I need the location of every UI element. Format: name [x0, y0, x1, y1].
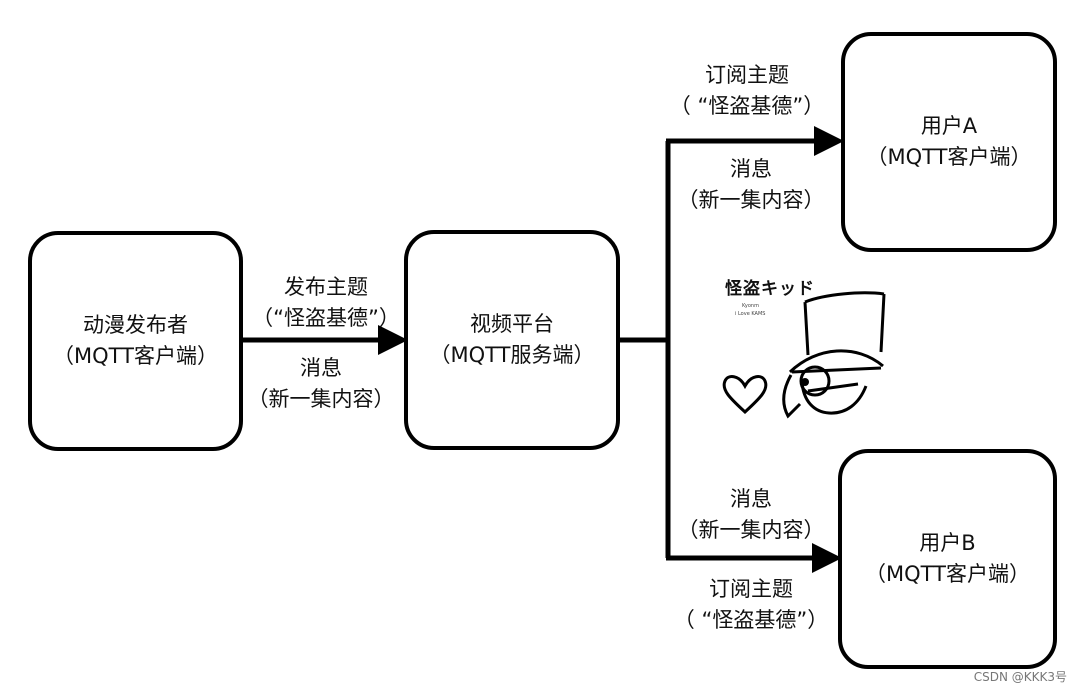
top-hat-icon	[788, 291, 886, 374]
user-b-content-text: （新一集内容）	[677, 518, 825, 542]
publisher-subtitle: （MQTT客户端）	[53, 344, 218, 368]
platform-title: 视频平台	[470, 312, 554, 336]
user-b-action-text: 订阅主题	[709, 577, 793, 601]
user-a-topic-text: （ “怪盗基德”）	[669, 94, 825, 118]
user-a-topic-label: 订阅主题 （ “怪盗基德”）	[670, 60, 824, 122]
kid-illustration-title: 怪盗キッド	[725, 279, 815, 299]
user-a-message-text: 消息	[730, 157, 772, 181]
user-b-node: 用户B （MQTT客户端）	[838, 449, 1057, 669]
user-b-message-text: 消息	[730, 487, 772, 511]
heart-icon	[722, 375, 768, 415]
eye-icon	[801, 378, 809, 386]
platform-node: 视频平台 （MQTT服务端）	[404, 230, 620, 450]
user-b-title: 用户B	[919, 531, 976, 555]
user-a-subtitle: （MQTT客户端）	[866, 145, 1032, 169]
kid-illustration	[722, 291, 886, 419]
publish-topic-label: 发布主题 （“怪盗基德”）	[252, 272, 400, 334]
kid-illustration-line2: i Love KAMS	[735, 311, 766, 317]
kid-face-icon	[782, 374, 868, 419]
publisher-node: 动漫发布者 （MQTT客户端）	[28, 231, 243, 451]
user-a-node: 用户A （MQTT客户端）	[841, 32, 1057, 252]
platform-subtitle: （MQTT服务端）	[429, 343, 595, 367]
user-a-content-text: （新一集内容）	[677, 188, 825, 212]
user-a-title: 用户A	[920, 114, 978, 138]
watermark: CSDN @KKK3号	[973, 670, 1067, 684]
publish-action-text: 发布主题	[283, 275, 368, 299]
user-b-topic-text: （ “怪盗基德”）	[673, 608, 829, 632]
publish-content-text: （新一集内容）	[247, 387, 395, 411]
publish-topic-text: （“怪盗基德”）	[252, 306, 400, 330]
kid-illustration-line1: Kyonm	[742, 303, 759, 309]
publisher-title: 动漫发布者	[83, 313, 188, 337]
user-b-topic-label: 订阅主题 （ “怪盗基德”）	[674, 574, 828, 636]
monocle-icon	[799, 365, 831, 397]
user-b-subtitle: （MQTT客户端）	[865, 562, 1030, 586]
publish-message-text: 消息	[300, 356, 342, 380]
user-a-action-text: 订阅主题	[705, 63, 789, 87]
user-b-message-label: 消息 （新一集内容）	[678, 484, 825, 546]
user-a-message-label: 消息 （新一集内容）	[678, 154, 825, 216]
publish-message-label: 消息 （新一集内容）	[248, 353, 395, 415]
